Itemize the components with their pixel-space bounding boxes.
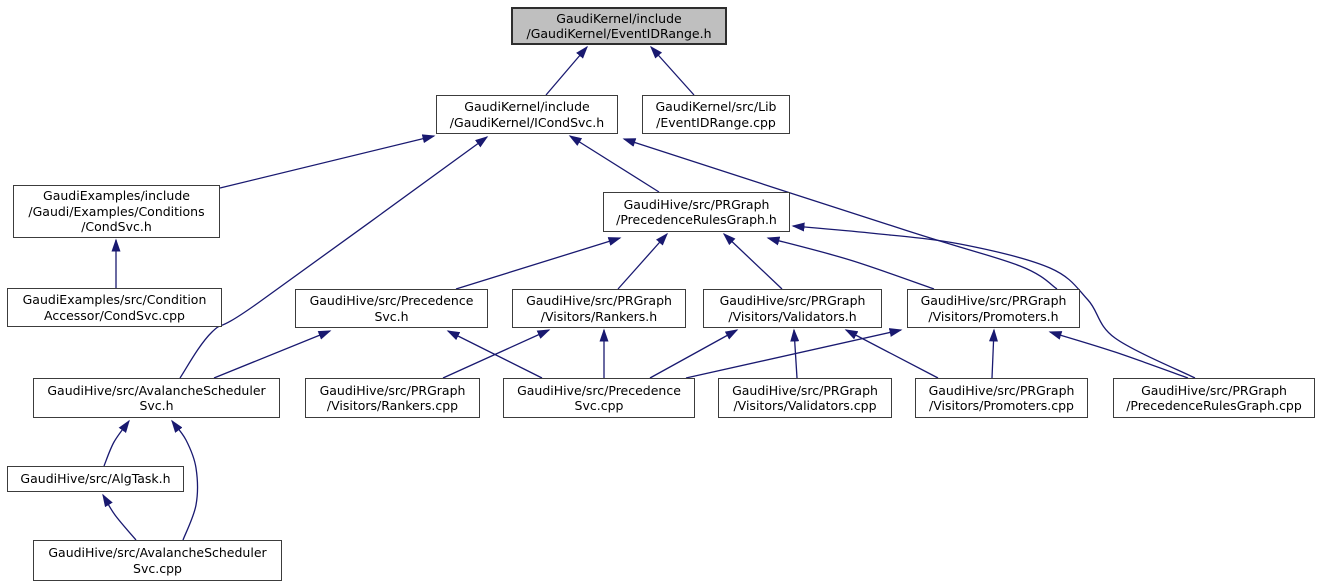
edge-prgraph-h-to-icondsvc-h <box>568 135 660 193</box>
node-label-line: /GaudiKernel/ICondSvc.h <box>449 114 605 130</box>
node-label-line: /Visitors/Validators.cpp <box>733 398 877 413</box>
node-label-line: /Gaudi/Examples/Conditions <box>28 203 205 219</box>
edge-rankers-cpp-to-rankers-h <box>442 329 551 379</box>
node-label-line: GaudiExamples/include <box>43 188 190 204</box>
edge-precsvc-cpp-to-validators-h <box>649 329 739 379</box>
node-label-line: /Visitors/Rankers.h <box>540 308 658 324</box>
edge-prgraph-cpp-to-prgraph-h <box>791 222 1196 379</box>
edge-promoters-h-to-prgraph-h <box>766 236 935 290</box>
node-rankers-cpp[interactable]: GaudiHive/src/PRGraph/Visitors/Rankers.c… <box>305 378 480 418</box>
node-label-line: GaudiHive/src/PRGraph <box>732 382 878 398</box>
edge-precsvc-cpp-to-promoters-h <box>685 328 903 379</box>
node-label-line: /Visitors/Promoters.cpp <box>929 398 1074 413</box>
node-label-line: GaudiHive/src/PRGraph <box>1141 382 1287 398</box>
node-label-line: Accessor/CondSvc.cpp <box>44 307 185 323</box>
edge-precsvc-h-to-prgraph-h <box>455 237 622 290</box>
node-label-line: GaudiHive/src/PRGraph <box>526 293 672 308</box>
node-label-line: Svc.h <box>139 398 174 413</box>
node-label-line: GaudiHive/src/PRGraph <box>719 293 866 308</box>
node-label-line: Svc.h <box>374 308 409 324</box>
edge-algtask-h-to-avschedsvc-h <box>103 419 130 467</box>
edge-promoters-h-to-icondsvc-h <box>622 138 1058 290</box>
node-label-line: /GaudiKernel/EventIDRange.h <box>526 26 712 41</box>
node-eventidrange-cpp[interactable]: GaudiKernel/src/Lib/EventIDRange.cpp <box>642 95 790 134</box>
node-eventidrange-h: GaudiKernel/include/GaudiKernel/EventIDR… <box>511 7 727 45</box>
node-prgraph-cpp[interactable]: GaudiHive/src/PRGraph/PrecedenceRulesGra… <box>1113 378 1315 418</box>
edge-condsvc-h-to-icondsvc-h <box>219 134 436 189</box>
node-label-line: Svc.cpp <box>574 398 624 413</box>
node-label-line: GaudiHive/src/Precedence <box>517 382 681 398</box>
node-label-line: GaudiKernel/src/Lib <box>655 99 777 114</box>
include-edges <box>102 45 1196 541</box>
node-label-line: Svc.cpp <box>133 560 182 576</box>
node-validators-h[interactable]: GaudiHive/src/PRGraph/Visitors/Validator… <box>703 289 882 328</box>
node-label-line: GaudiHive/src/PRGraph <box>928 382 1075 398</box>
node-prgraph-h[interactable]: GaudiHive/src/PRGraph/PrecedenceRulesGra… <box>603 192 790 232</box>
node-label-line: /Visitors/Rankers.cpp <box>326 398 459 413</box>
edge-validators-h-to-prgraph-h <box>722 232 783 290</box>
node-label-line: /PrecedenceRulesGraph.cpp <box>1126 398 1302 413</box>
edge-avschedsvc-cpp-to-avschedsvc-h <box>171 419 199 541</box>
edge-rankers-h-to-prgraph-h <box>617 232 668 290</box>
node-label-line: GaudiHive/src/Precedence <box>309 293 474 308</box>
node-label-line: GaudiExamples/src/Condition <box>22 292 207 307</box>
node-label-line: /EventIDRange.cpp <box>656 114 776 130</box>
edge-avschedsvc-cpp-to-algtask-h <box>102 493 137 541</box>
node-label-line: GaudiKernel/include <box>556 10 682 26</box>
node-label-line: GaudiKernel/include <box>464 99 590 114</box>
node-label-line: /CondSvc.h <box>81 219 152 235</box>
edge-promoters-cpp-to-promoters-h <box>989 328 999 379</box>
node-promoters-cpp[interactable]: GaudiHive/src/PRGraph/Visitors/Promoters… <box>915 378 1088 418</box>
edge-avschedsvc-h-to-precsvc-h <box>213 330 332 379</box>
node-label-line: GaudiHive/src/AlgTask.h <box>20 471 171 487</box>
edge-icondsvc-h-to-eventidrange-h <box>545 45 588 96</box>
edge-prgraph-cpp-to-promoters-h <box>1048 331 1189 379</box>
node-icondsvc-h[interactable]: GaudiKernel/include/GaudiKernel/ICondSvc… <box>436 95 618 134</box>
node-label-line: GaudiHive/src/PRGraph <box>623 196 770 212</box>
node-validators-cpp[interactable]: GaudiHive/src/PRGraph/Visitors/Validator… <box>718 378 892 418</box>
node-label-line: /Visitors/Validators.h <box>728 308 857 324</box>
node-rankers-h[interactable]: GaudiHive/src/PRGraph/Visitors/Rankers.h <box>512 289 686 328</box>
edge-eventidrange-cpp-to-eventidrange-h <box>649 45 695 96</box>
node-label-line: GaudiHive/src/AvalancheScheduler <box>47 382 266 398</box>
edge-avschedsvc-h-to-icondsvc-h <box>179 136 489 379</box>
node-condsvc-h[interactable]: GaudiExamples/include/Gaudi/Examples/Con… <box>13 185 220 238</box>
node-label-line: /Visitors/Promoters.h <box>928 308 1059 324</box>
node-label-line: GaudiHive/src/PRGraph <box>920 293 1067 308</box>
node-algtask-h[interactable]: GaudiHive/src/AlgTask.h <box>7 466 184 492</box>
edge-promoters-cpp-to-validators-h <box>844 329 939 379</box>
node-label-line: /PrecedenceRulesGraph.h <box>616 212 777 227</box>
node-promoters-h[interactable]: GaudiHive/src/PRGraph/Visitors/Promoters… <box>907 289 1080 328</box>
node-label-line: GaudiHive/src/AvalancheScheduler <box>48 545 267 560</box>
node-label-line: GaudiHive/src/PRGraph <box>319 382 466 398</box>
